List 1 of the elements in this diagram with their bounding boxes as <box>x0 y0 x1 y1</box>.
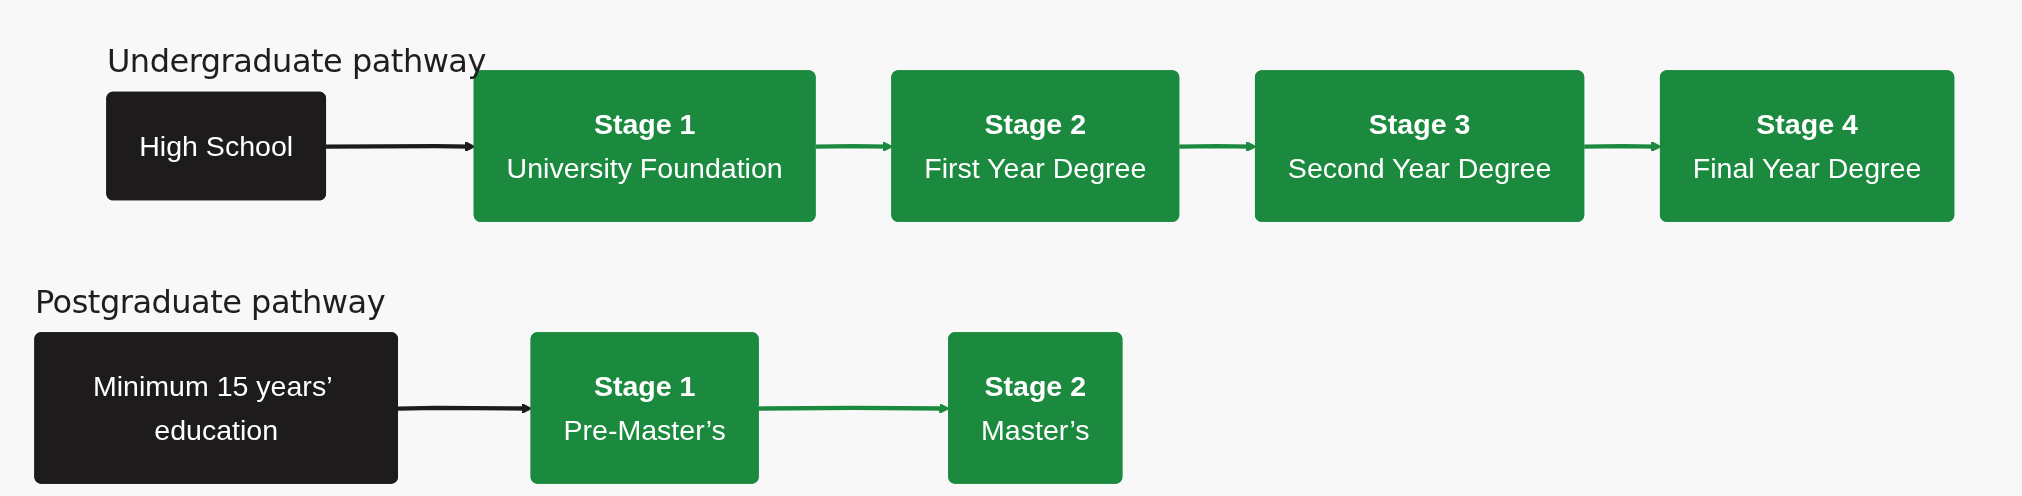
section-heading: Postgraduate pathway <box>34 283 386 321</box>
